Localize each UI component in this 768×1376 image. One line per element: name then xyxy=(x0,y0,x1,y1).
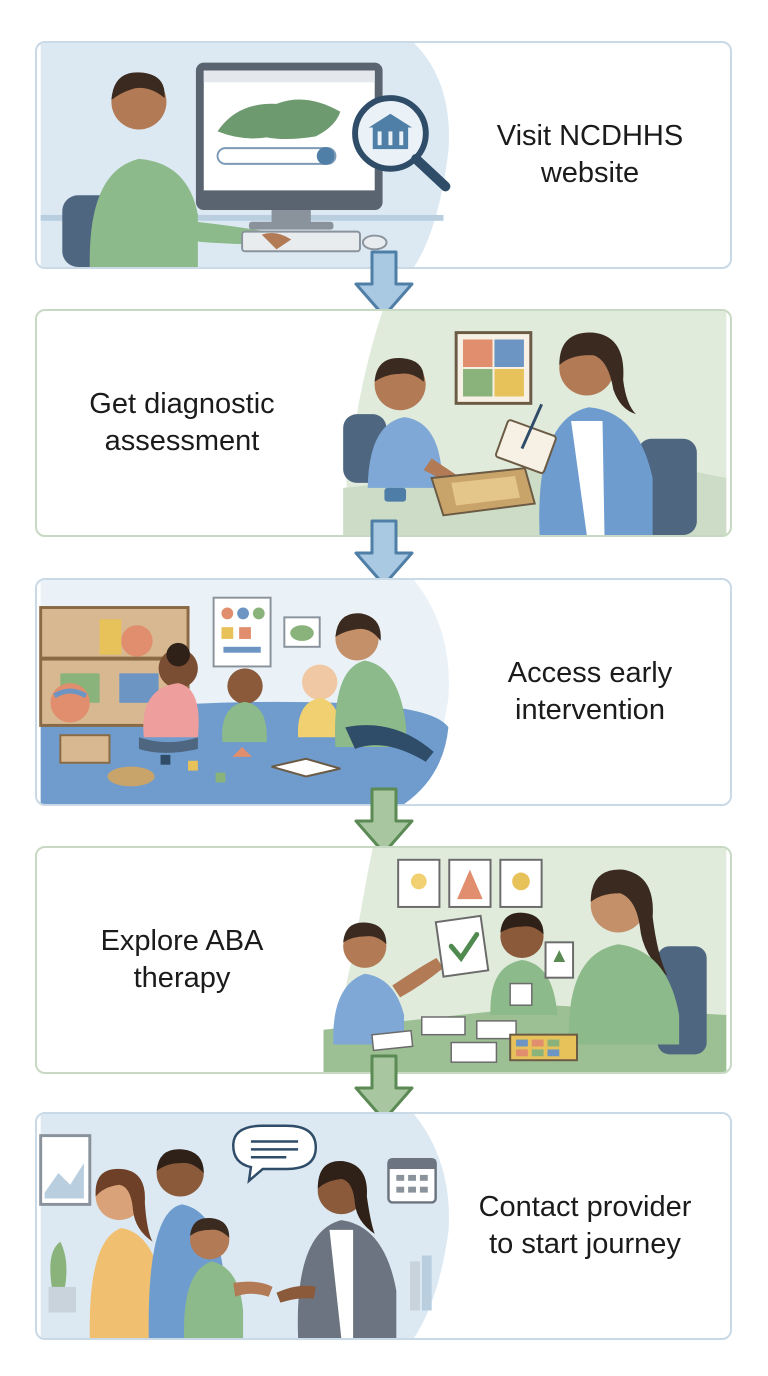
illustration-family-meeting-provider xyxy=(37,1114,457,1338)
step-contact-label: Contact provider to start journey xyxy=(478,1191,692,1260)
aba-scene xyxy=(323,848,727,1072)
step-visit-website: Visit NCDHHS website xyxy=(35,41,732,269)
illustration-aba-card-session xyxy=(310,848,730,1072)
arrow-down-icon xyxy=(352,1054,416,1124)
arrow-down-icon xyxy=(352,787,416,857)
step-aba-label: Explore ABA therapy xyxy=(100,925,264,994)
arrow-down-icon xyxy=(352,519,416,589)
playroom-scene xyxy=(39,580,449,804)
computer-scene xyxy=(40,43,451,267)
step-early-label: Access early intervention xyxy=(507,657,673,726)
illustration-child-puzzle-assessment xyxy=(310,311,730,535)
step-aba-therapy: Explore ABA therapy xyxy=(35,846,732,1074)
step-diagnostic-label: Get diagnostic assessment xyxy=(89,388,275,457)
step-visit-label: Visit NCDHHS website xyxy=(496,120,684,189)
step-contact-provider: Contact provider to start journey xyxy=(35,1112,732,1340)
step-early-intervention: Access early intervention xyxy=(35,578,732,806)
provider-scene xyxy=(39,1114,449,1338)
arrow-down-icon xyxy=(352,250,416,320)
step-diagnostic-assessment: Get diagnostic assessment xyxy=(35,309,732,537)
illustration-playroom-children xyxy=(37,580,457,804)
assessment-scene xyxy=(343,311,727,535)
illustration-person-at-computer xyxy=(37,43,457,267)
